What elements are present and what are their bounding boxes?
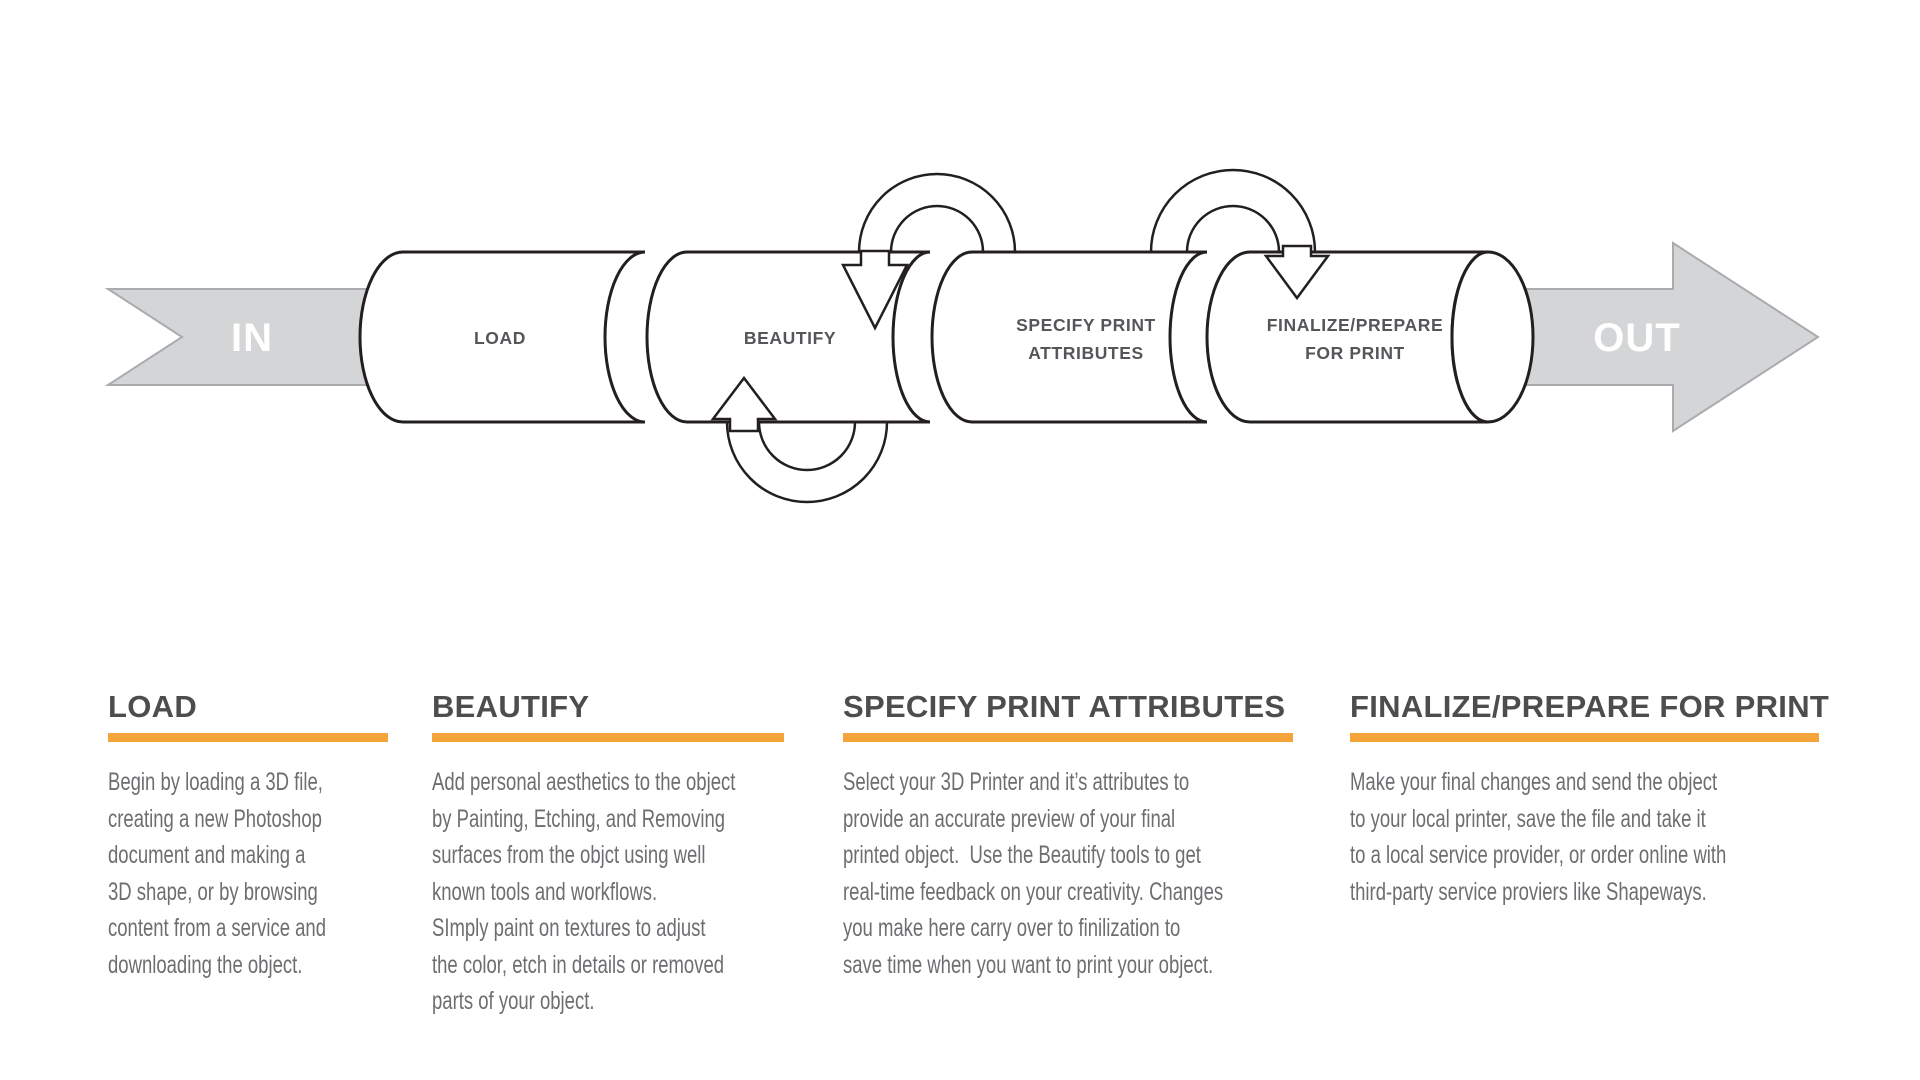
orange-underline: [843, 733, 1293, 743]
loop-arrowhead-top-1: [840, 249, 910, 331]
loop-arrowhead-bottom: [710, 375, 778, 433]
stage-shape-load: [358, 250, 646, 424]
loop-arrowhead-top-2: [1263, 244, 1331, 301]
stage-label-finalize-line2: FOR PRINT: [1305, 343, 1405, 363]
column-body-beautify: Add personal aesthetics to the object by…: [432, 768, 736, 1016]
column-beautify: BEAUTIFY Add personal aesthetics to the …: [432, 689, 784, 1020]
workflow-diagram: IN OUT LOAD BEAUTIFY SPECIFY PRINT ATTRI…: [104, 168, 1820, 504]
orange-underline: [1350, 733, 1819, 743]
loop-arrow-top-2: [1149, 168, 1317, 254]
orange-underline: [432, 733, 784, 743]
stage-label-finalize-line1: FINALIZE/PREPARE: [1267, 315, 1444, 335]
stage-shape-specify-print-attributes: [930, 250, 1208, 424]
column-load: LOAD Begin by loading a 3D file, creatin…: [108, 689, 388, 983]
out-arrow: [1504, 241, 1820, 433]
column-specify-print-attributes: SPECIFY PRINT ATTRIBUTES Select your 3D …: [843, 689, 1293, 983]
stage-label-beautify: BEAUTIFY: [744, 328, 836, 348]
stage-label-specify-line2: ATTRIBUTES: [1028, 343, 1144, 363]
column-body-finalize: Make your final changes and send the obj…: [1350, 768, 1727, 906]
column-heading-specify: SPECIFY PRINT ATTRIBUTES: [843, 689, 1286, 724]
column-body-specify: Select your 3D Printer and it’s attribut…: [843, 768, 1224, 979]
stage-end-cap: [1450, 250, 1535, 424]
column-heading-beautify: BEAUTIFY: [432, 689, 590, 724]
stage-label-specify-line1: SPECIFY PRINT: [1016, 315, 1156, 335]
in-label: IN: [231, 316, 273, 360]
column-body-load: Begin by loading a 3D file, creating a n…: [108, 768, 326, 979]
out-label: OUT: [1593, 316, 1680, 360]
column-finalize-prepare: FINALIZE/PREPARE FOR PRINT Make your fin…: [1350, 689, 1830, 910]
stage-shape-finalize-prepare: [1205, 250, 1489, 424]
column-heading-finalize: FINALIZE/PREPARE FOR PRINT: [1350, 689, 1830, 724]
loop-arrow-top-1: [857, 172, 1017, 254]
column-heading-load: LOAD: [108, 689, 198, 724]
stage-label-load: LOAD: [474, 328, 526, 348]
in-ribbon: [104, 288, 396, 386]
orange-underline: [108, 733, 388, 743]
loop-arrow-bottom: [725, 420, 889, 504]
